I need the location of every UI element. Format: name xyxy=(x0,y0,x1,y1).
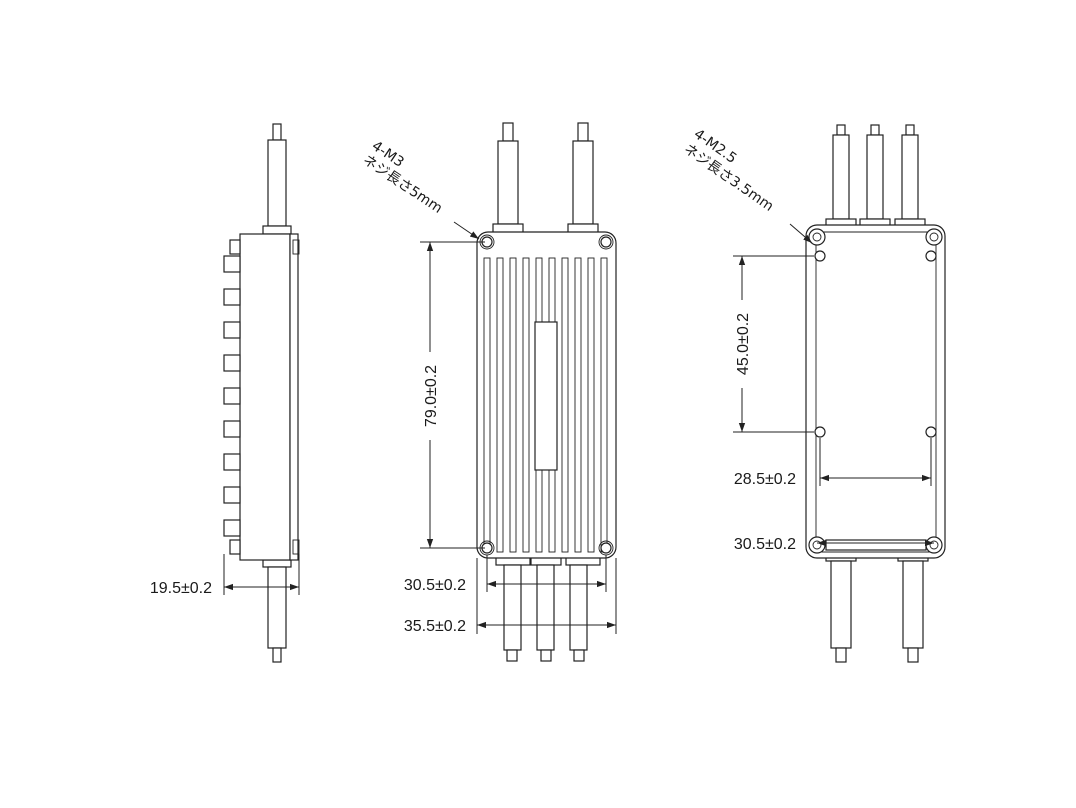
top-inner-width-label: 30.5±0.2 xyxy=(404,577,466,594)
side-fin-cap xyxy=(229,239,241,255)
top-view-center-recess xyxy=(534,321,558,471)
side-top-cable xyxy=(262,123,292,235)
side-fin xyxy=(223,255,241,273)
top-outer-width-label: 35.5±0.2 xyxy=(404,618,466,635)
top-view-top-cables xyxy=(492,122,599,234)
bottom-view-hole-note: 4-M2.5 ネジ長さ3.5mm xyxy=(681,126,813,244)
side-fin xyxy=(223,387,241,405)
top-view: 4-M3 ネジ長さ5mm 79.0±0.2 30.5±0.2 35.5±0.2 xyxy=(360,122,617,662)
heatsink-slot xyxy=(561,257,569,553)
top-view-hole-note: 4-M3 ネジ長さ5mm xyxy=(360,138,480,240)
side-lid xyxy=(289,233,299,561)
bottom-view-bottom-cables xyxy=(825,552,929,663)
bottom-view-outer-width-dimension: 30.5±0.2 xyxy=(734,536,934,553)
bottom-outer-width-label: 30.5±0.2 xyxy=(734,536,796,553)
heatsink-slot xyxy=(496,257,504,553)
top-view-width-dimensions: 30.5±0.2 35.5±0.2 xyxy=(404,555,617,635)
side-fin xyxy=(223,420,241,438)
side-bottom-cable xyxy=(262,559,292,663)
side-fin xyxy=(223,288,241,306)
bottom-view-mounting-holes xyxy=(814,250,937,438)
top-view-bottom-cables xyxy=(495,556,601,662)
bottom-view-body xyxy=(805,224,946,559)
bottom-spacing-label: 45.0±0.2 xyxy=(735,313,752,375)
bottom-hole-width-label: 28.5±0.2 xyxy=(734,471,796,488)
side-fin xyxy=(223,354,241,372)
heatsink-slot xyxy=(522,257,530,553)
side-width-dimension: 19.5±0.2 xyxy=(150,554,300,597)
heatsink-slot xyxy=(574,257,582,553)
side-heatsink-fins xyxy=(223,239,241,555)
heatsink-slot xyxy=(509,257,517,553)
top-length-label: 79.0±0.2 xyxy=(423,365,440,427)
side-width-label: 19.5±0.2 xyxy=(150,580,212,597)
side-fin-cap xyxy=(229,539,241,555)
bottom-view-spacing-dimension: 45.0±0.2 xyxy=(733,255,814,433)
bottom-view-top-cables xyxy=(825,124,926,229)
side-fin xyxy=(223,486,241,504)
side-body xyxy=(239,233,291,561)
top-view-length-dimension: 79.0±0.2 xyxy=(420,241,485,549)
bottom-view-hole-width-dimension: 28.5±0.2 xyxy=(734,438,932,488)
side-fin xyxy=(223,519,241,537)
side-fin xyxy=(223,321,241,339)
bottom-view: 4-M2.5 ネジ長さ3.5mm 45.0±0.2 28.5±0.2 30.5±… xyxy=(681,124,946,663)
side-view: 19.5±0.2 xyxy=(150,123,300,663)
heatsink-slot xyxy=(587,257,595,553)
side-fin xyxy=(223,453,241,471)
